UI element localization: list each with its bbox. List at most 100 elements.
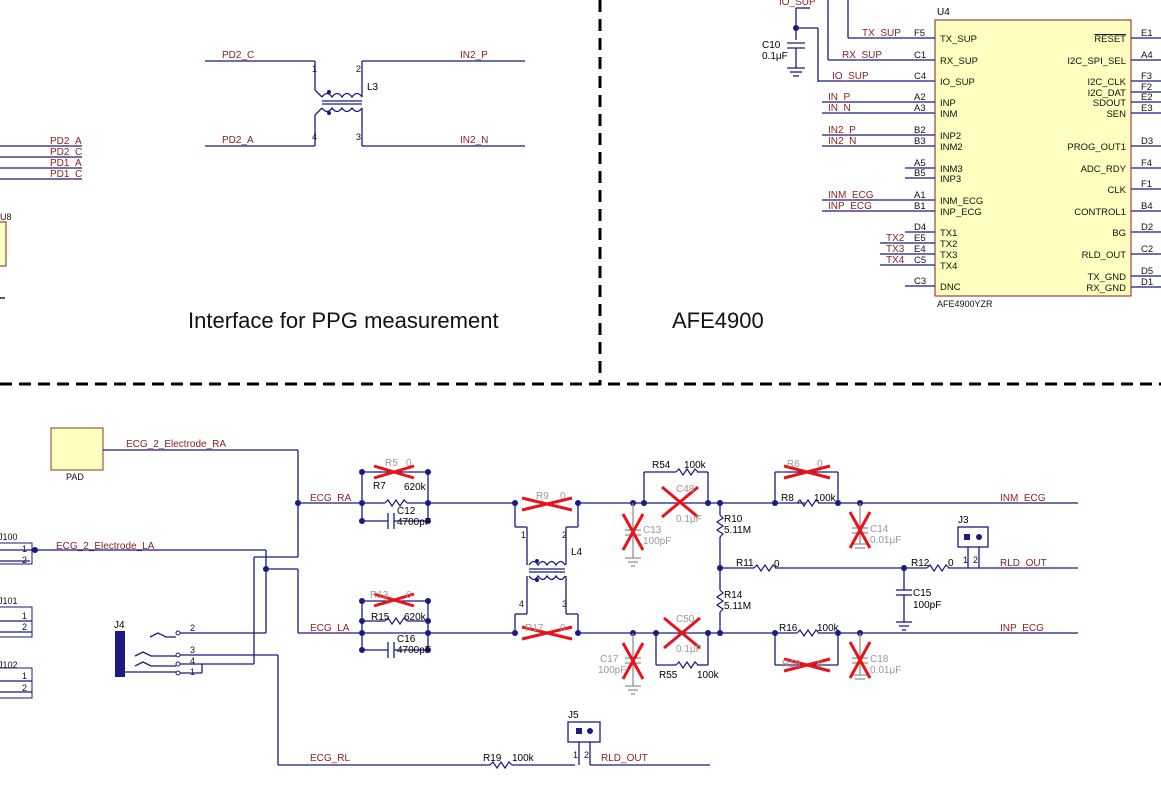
- afe-right-pin-5: SEN: [1106, 109, 1126, 120]
- afe-left-ball-4: A3: [914, 103, 926, 114]
- r9-val: 0: [560, 491, 566, 502]
- ppg-section-title: Interface for PPG measurement: [188, 308, 499, 333]
- r12-val: 0: [948, 558, 954, 569]
- afe-right-pin-4: SDOUT: [1093, 98, 1126, 109]
- svg-text:1: 1: [22, 544, 27, 554]
- afe-right-ball-4: E2: [1141, 92, 1153, 103]
- l3-pin2: 2: [356, 64, 361, 74]
- net-inm-ecg: INM_ECG: [1000, 493, 1046, 504]
- svg-text:1: 1: [573, 750, 578, 760]
- j4-pin-4: 4: [190, 656, 195, 666]
- afe-left-pin-2: IO_SUP: [940, 77, 975, 88]
- j5-ref: J5: [568, 710, 579, 721]
- net-electrode-la: ECG_2_Electrode_LA: [56, 541, 155, 552]
- afe-chip-body: [934, 19, 1132, 297]
- afe-left-pin-6: INM2: [940, 142, 963, 153]
- net-left-4: PD1_C: [50, 169, 82, 180]
- r8-ref: R8: [781, 493, 794, 504]
- afe-left-pin-1: RX_SUP: [940, 56, 978, 67]
- afe-left-pin-7: INM3: [940, 164, 963, 175]
- afe-right-pins: RESETE1I2C_SPI_SELA4I2C_CLKF3I2C_DATF2SD…: [1067, 28, 1161, 294]
- afe-left-pin-4: INM: [940, 109, 958, 120]
- afe-left-ball-0: F5: [914, 28, 925, 39]
- c12-ref: C12: [397, 506, 416, 517]
- r15-val: 620k: [404, 612, 427, 623]
- afe-right-ball-8: F1: [1141, 179, 1152, 190]
- afe-left-pin-8: INP3: [940, 174, 961, 185]
- afe-right-pin-11: RLD_OUT: [1082, 250, 1127, 261]
- svg-text:3: 3: [562, 599, 567, 609]
- net-pd2-a: PD2_A: [222, 135, 254, 146]
- svg-text:2: 2: [22, 555, 27, 565]
- afe-left-ball-13: E4: [914, 244, 926, 255]
- svg-text:1: 1: [521, 530, 526, 540]
- r6-val: 0: [817, 459, 823, 470]
- net-inp-ecg: INP_ECG: [1000, 623, 1044, 634]
- r54-val: 100k: [684, 460, 707, 471]
- afe-left-ball-2: C4: [914, 71, 926, 82]
- l4-ref: L4: [571, 547, 583, 558]
- j101-ref: J101: [0, 596, 18, 606]
- afe-right-ball-10: D2: [1141, 222, 1153, 233]
- afe-left-pin-14: TX4: [940, 261, 957, 272]
- j3-ref: J3: [958, 515, 969, 526]
- r15-ref: R15: [371, 612, 390, 623]
- net-ecg-rl: ECG_RL: [310, 753, 350, 764]
- afe-left-pin-12: TX2: [940, 239, 957, 250]
- c10-val: 0.1μF: [762, 51, 788, 62]
- r5-ref: R5: [385, 458, 398, 469]
- afe-right-pin-8: CLK: [1108, 185, 1127, 196]
- afe-left-net-0: TX_SUP: [862, 28, 901, 39]
- afe-right-pin-10: BG: [1112, 228, 1126, 239]
- svg-text:1: 1: [22, 611, 27, 621]
- afe-right-pin-0: RESET: [1094, 34, 1126, 45]
- afe-right-pin-9: CONTROL1: [1074, 207, 1126, 218]
- svg-text:2: 2: [22, 622, 27, 632]
- afe-left-pin-3: INP: [940, 98, 956, 109]
- j4-pin-1: 1: [190, 667, 195, 677]
- afe-left-net-12: TX2: [886, 233, 905, 244]
- afe-left-pin-10: INP_ECG: [940, 207, 982, 218]
- afe-left-ball-10: B1: [914, 201, 926, 212]
- afe-left-pin-15: DNC: [940, 282, 961, 293]
- net-ecg-la: ECG_LA: [310, 623, 350, 634]
- c17-ref: C17: [600, 654, 619, 665]
- r13-ref: R13: [370, 590, 389, 601]
- c15-val: 100pF: [913, 600, 941, 611]
- r7-ref: R7: [373, 481, 386, 492]
- svg-text:2: 2: [22, 683, 27, 693]
- c48-ref: C48: [676, 484, 695, 495]
- r11-val: 0: [774, 559, 780, 570]
- c18-ref: C18: [870, 654, 889, 665]
- afe-left-net-4: IN_N: [828, 103, 851, 114]
- r12-ref: R12: [911, 558, 930, 569]
- net-rld-out: RLD_OUT: [1000, 558, 1047, 569]
- afe-left-pin-9: INM_ECG: [940, 196, 983, 207]
- l3-pin1: 1: [312, 64, 317, 74]
- net-in2-n: IN2_N: [460, 135, 488, 146]
- c14-ref: C14: [870, 524, 889, 535]
- net-in2-p: IN2_P: [460, 50, 488, 61]
- r11-ref: R11: [736, 558, 754, 569]
- afe-right-pin-2: I2C_CLK: [1087, 77, 1126, 88]
- c18-val: 0.01μF: [870, 665, 901, 676]
- afe-left-net-1: RX_SUP: [842, 50, 882, 61]
- c16-val: 4700pF: [397, 645, 431, 656]
- afe-left-ball-7: A5: [914, 158, 926, 169]
- afe-right-ball-5: E3: [1141, 103, 1153, 114]
- afe-right-ball-9: B4: [1141, 201, 1153, 212]
- afe-part: AFE4900YZR: [937, 299, 993, 309]
- afe-left-pin-0: TX_SUP: [940, 34, 977, 45]
- afe-left-ball-9: A1: [914, 190, 926, 201]
- afe-left-ball-14: C5: [914, 255, 926, 266]
- afe-right-ball-1: A4: [1141, 50, 1153, 61]
- net-left-1: PD2_A: [50, 136, 82, 147]
- pad-label: PAD: [66, 472, 84, 482]
- afe-left-net-10: INP_ECG: [828, 201, 872, 212]
- ecg-pad: [50, 427, 104, 471]
- c13-ref: C13: [643, 525, 662, 536]
- ecg-frontend: PAD ECG_2_Electrode_RA ECG_RA J100 12 EC…: [0, 427, 1078, 770]
- afe-left-pin-13: TX3: [940, 250, 957, 261]
